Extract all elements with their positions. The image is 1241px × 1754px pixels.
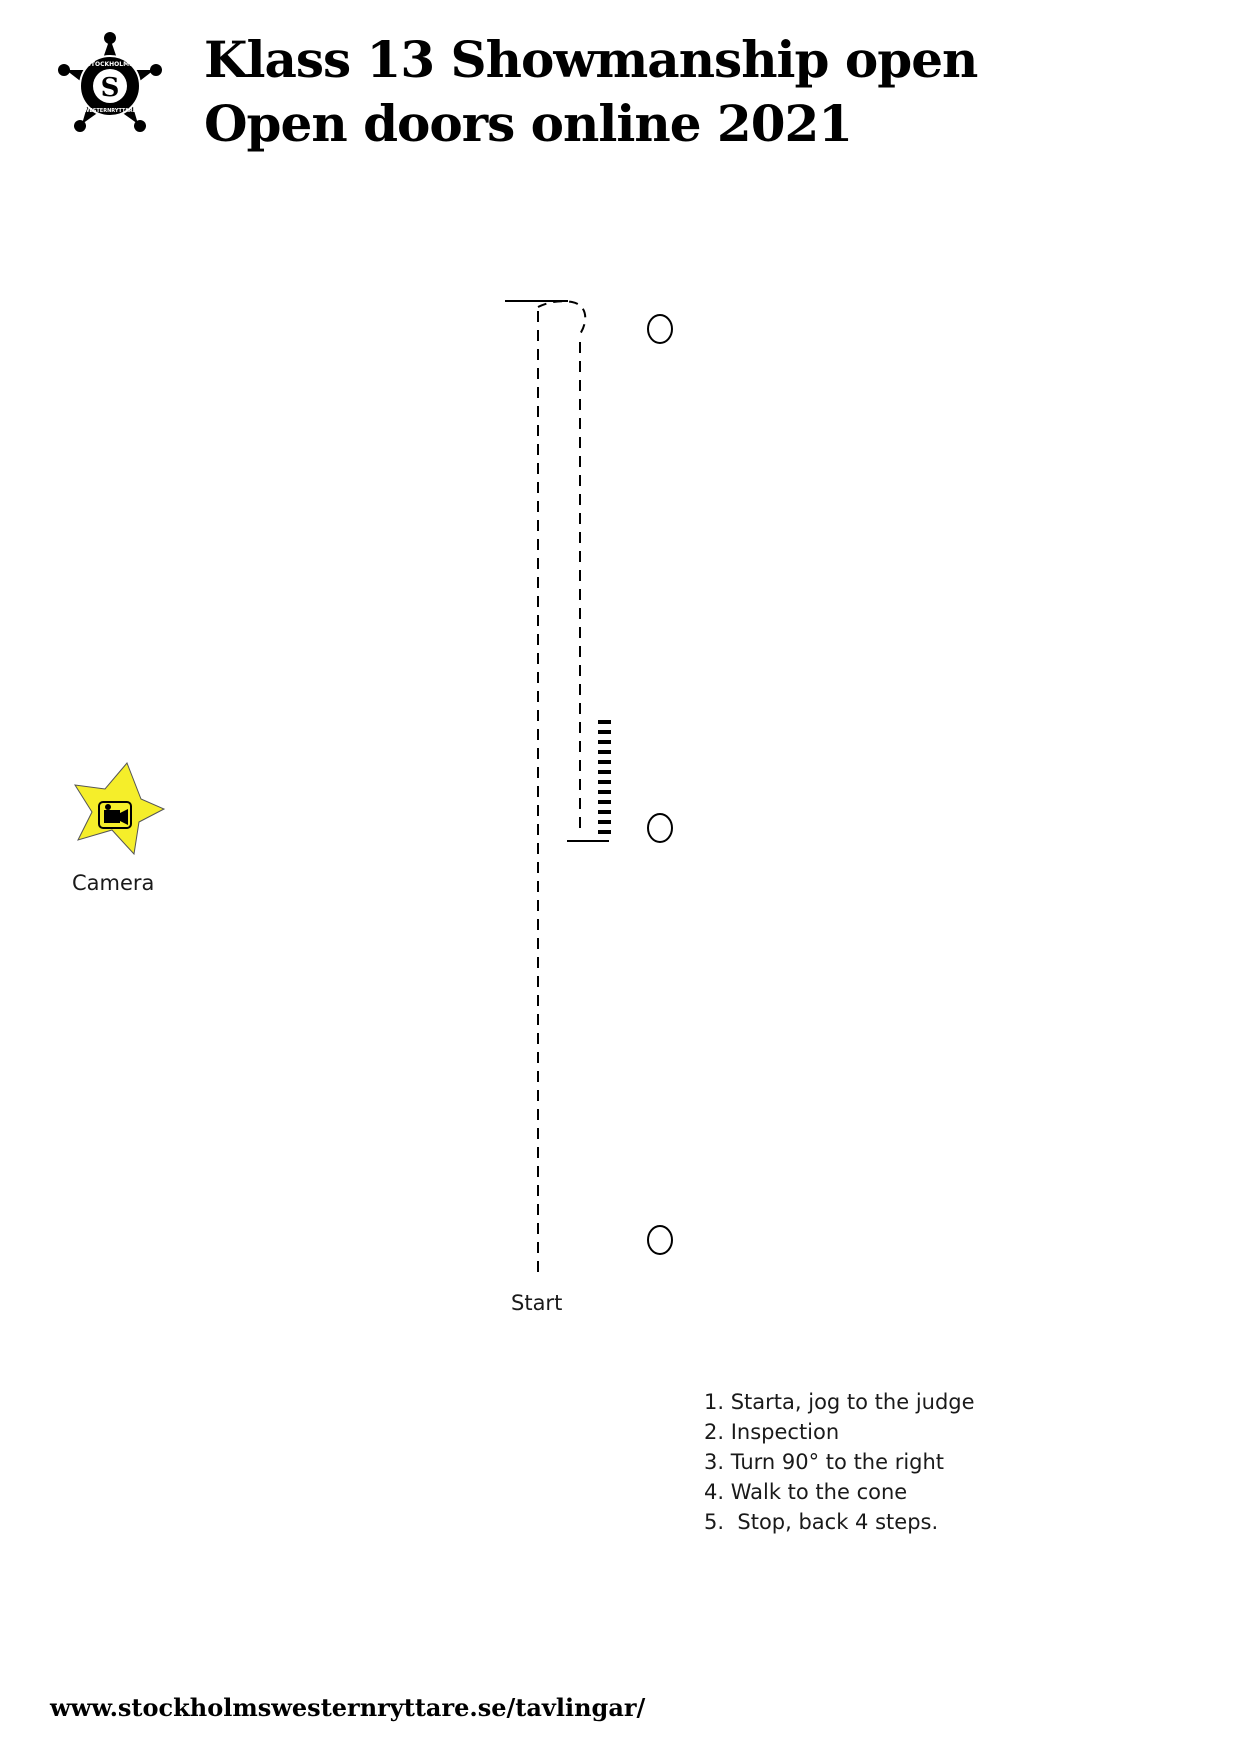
start-label: Start	[511, 1291, 563, 1315]
cone-bottom	[647, 1225, 673, 1255]
backup-marks	[598, 720, 611, 834]
pattern-steps: 1. Starta, jog to the judge 2. Inspectio…	[704, 1387, 975, 1537]
club-logo: S STOCKHOLMS WESTERNRYTTARE	[58, 32, 162, 132]
pattern-step: 5. Stop, back 4 steps.	[704, 1510, 939, 1534]
pattern-step: 1. Starta, jog to the judge	[704, 1390, 975, 1414]
pattern-step: 2. Inspection	[704, 1420, 840, 1444]
pattern-step: 3. Turn 90° to the right	[704, 1450, 945, 1474]
title-line-2: Open doors online 2021	[204, 94, 853, 153]
title-line-1: Klass 13 Showmanship open	[204, 30, 978, 89]
camera-star-icon	[74, 762, 166, 856]
cone-top	[647, 314, 673, 344]
svg-text:S: S	[101, 73, 120, 103]
logo-text-bottom: WESTERNRYTTARE	[84, 108, 137, 114]
turn-path	[537, 300, 587, 335]
camera-label: Camera	[72, 871, 155, 895]
logo-text-top: STOCKHOLMS	[87, 61, 134, 68]
cone-middle	[647, 813, 673, 843]
sheriff-star-icon: S STOCKHOLMS WESTERNRYTTARE	[58, 32, 162, 132]
page-title: Klass 13 Showmanship open Open doors onl…	[204, 28, 978, 156]
pattern-step: 4. Walk to the cone	[704, 1480, 908, 1504]
footer-url: www.stockholmswesternryttare.se/tavlinga…	[50, 1693, 646, 1722]
